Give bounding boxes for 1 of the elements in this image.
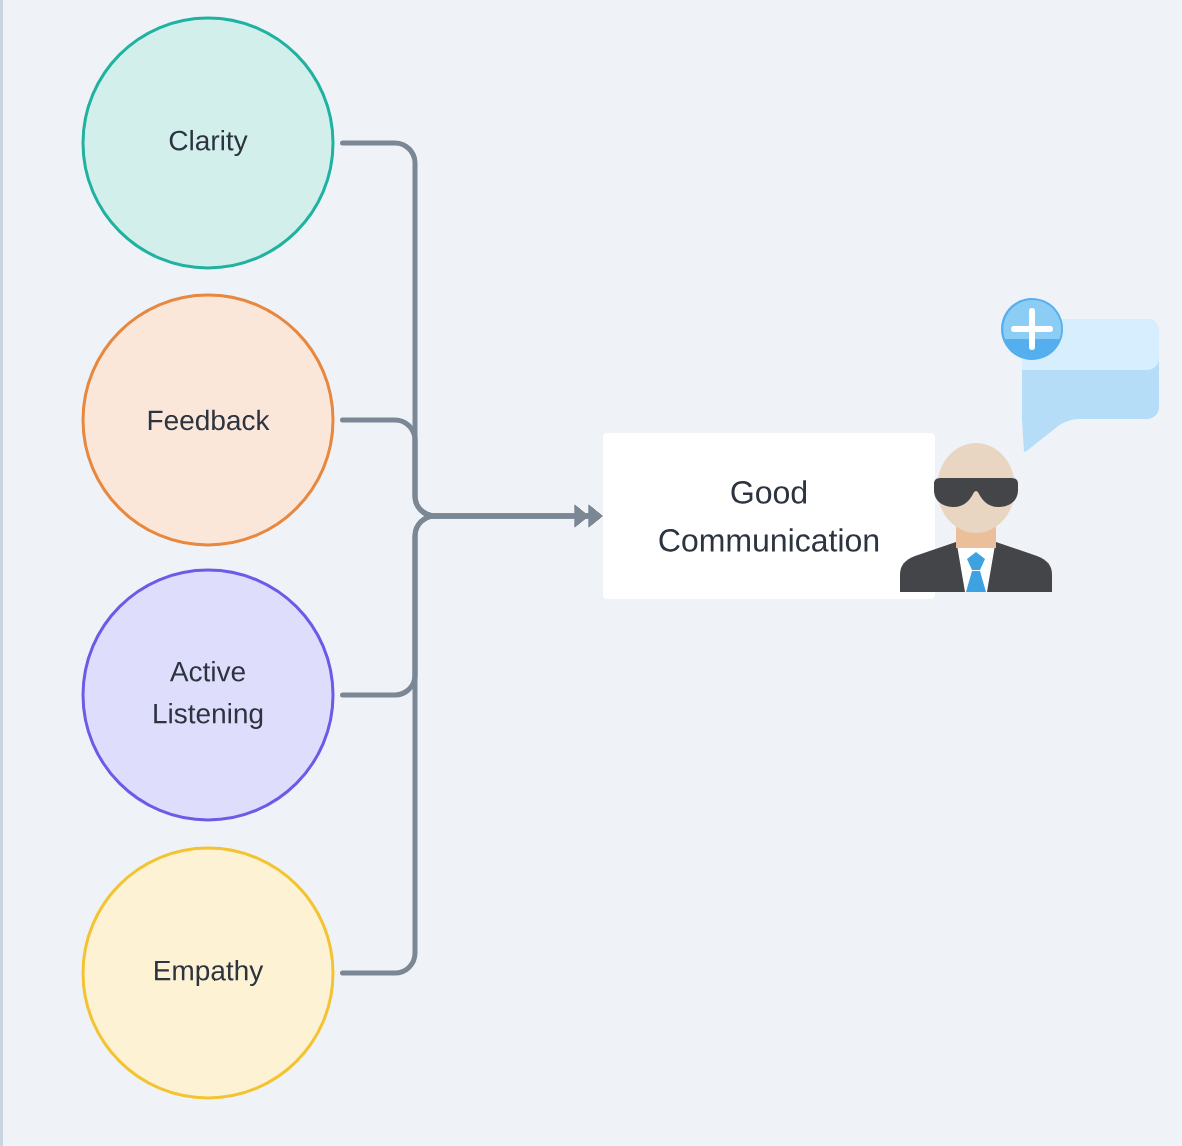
outcome-box: Good Communication bbox=[603, 433, 935, 599]
